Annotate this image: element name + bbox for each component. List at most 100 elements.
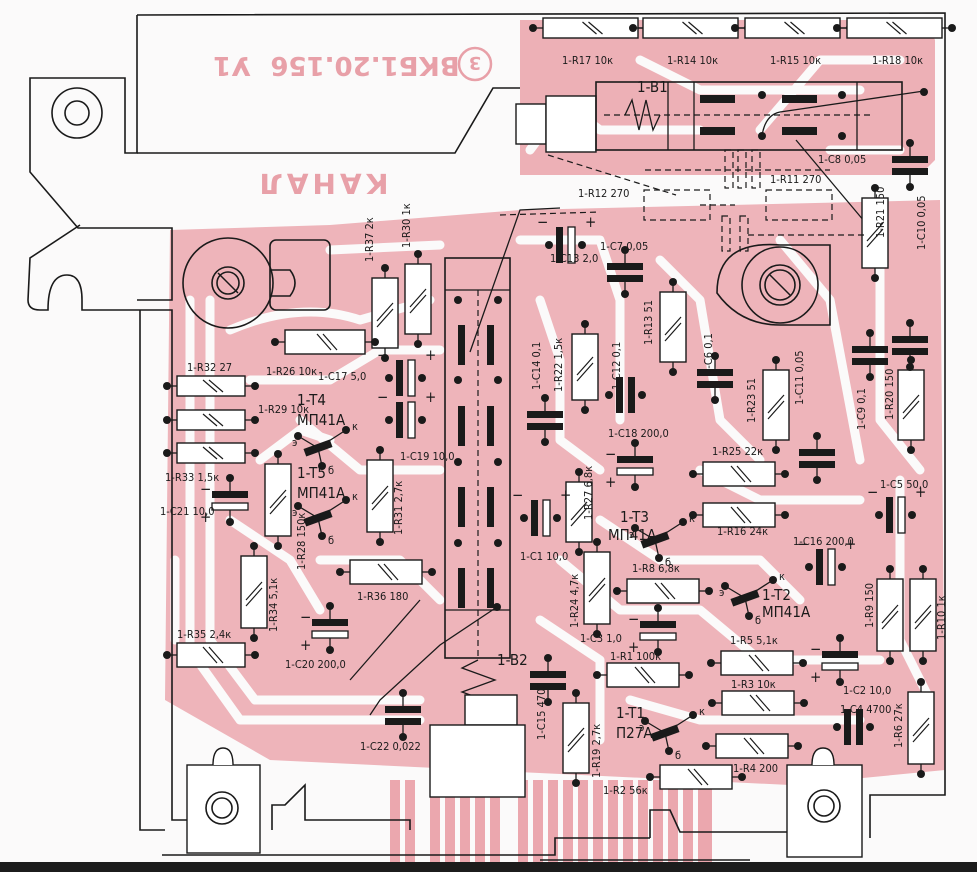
capacitor-1-c2: +− bbox=[810, 634, 859, 686]
label-1-r8: 1-R8 6,8к bbox=[632, 562, 680, 575]
label-1-c1: 1-C1 10,0 bbox=[520, 550, 568, 563]
pin-base-label: б bbox=[328, 464, 334, 477]
label-1-c17: 1-C17 5,0 bbox=[318, 370, 366, 383]
resistor-1-r29 bbox=[163, 409, 259, 431]
polarity-minus-mark: − bbox=[810, 640, 821, 658]
label-1-r19: 1-R19 2,7к bbox=[590, 724, 603, 778]
polarity-plus-mark: + bbox=[628, 638, 639, 656]
label-1-r30: 1-R30 1к bbox=[400, 203, 413, 248]
capacitor-1-c5: +− bbox=[867, 483, 926, 534]
label-1-t3: 1-T3 bbox=[620, 508, 649, 526]
label-1-c7: 1-C7 0,05 bbox=[600, 240, 648, 253]
label-1-r10: 1-R10 1к bbox=[935, 595, 948, 640]
resistor-1-r23 bbox=[762, 356, 790, 454]
pin-emitter-label: э bbox=[292, 436, 297, 449]
trimmer-left bbox=[182, 237, 331, 329]
label-1-t2-type: МП41А bbox=[762, 603, 811, 621]
pin-emitter-label: э bbox=[719, 586, 724, 599]
capacitor-1-c3: +− bbox=[628, 604, 677, 656]
mounting-ear-top-left bbox=[51, 87, 103, 139]
resistor-1-r10 bbox=[909, 565, 937, 665]
resistor-1-r33 bbox=[163, 442, 259, 464]
transistor-1-t3: эбк bbox=[629, 512, 695, 569]
part-number: ВКБ1.20.156 bbox=[270, 50, 459, 80]
polarity-plus-mark: + bbox=[585, 213, 596, 231]
polarity-minus-mark: − bbox=[512, 486, 523, 504]
label-1-c14: 1-C14 0,1 bbox=[530, 342, 543, 390]
circle-mark-text: 3 bbox=[469, 52, 482, 73]
polarity-minus-mark: − bbox=[300, 608, 311, 626]
label-1-r12: 1-R12 270 bbox=[578, 187, 629, 200]
label-1-c15: 1-C15 4700 bbox=[535, 682, 548, 740]
pin-emitter-label: э bbox=[629, 528, 634, 541]
label-1-r35: 1-R35 2,4к bbox=[177, 628, 231, 641]
pin-collector-label: к bbox=[779, 570, 785, 583]
resistor-1-r28 bbox=[264, 450, 292, 550]
label-1-c13: 1-C13 2,0 bbox=[550, 252, 598, 265]
label-1-c16: 1-C16 200,0 bbox=[793, 535, 854, 548]
resistor-1-r27 bbox=[565, 468, 593, 556]
scan-edge-bar bbox=[0, 862, 977, 872]
label-1-c19: 1-C19 10,0 bbox=[400, 450, 455, 463]
resistor-1-r22 bbox=[571, 320, 599, 414]
revision-circle-mark bbox=[457, 46, 493, 82]
label-1-c10: 1-C10 0,05 bbox=[915, 195, 928, 250]
label-1-r27: 1-R27 6,8к bbox=[582, 466, 595, 520]
label-1-r21: 1-R21 150 bbox=[874, 187, 887, 238]
label-1-c22: 1-C22 0,022 bbox=[360, 740, 421, 753]
label-1-t1-type: П27А bbox=[616, 724, 653, 742]
label-1-r5: 1-R5 5,1к bbox=[730, 634, 778, 647]
label-1-t4: 1-T4 bbox=[297, 391, 326, 409]
label-1-r2: 1-R2 56к bbox=[603, 784, 648, 797]
label-1-r3: 1-R3 10к bbox=[731, 678, 776, 691]
label-1-B1: 1-B1 bbox=[637, 78, 668, 96]
label-1-c11: 1-C11 0,05 bbox=[793, 350, 806, 405]
resistor-1-r3 bbox=[708, 690, 808, 716]
capacitor-1-c9 bbox=[852, 329, 888, 381]
label-1-r33: 1-R33 1,5к bbox=[165, 471, 219, 484]
capacitor-1-c15 bbox=[530, 654, 566, 706]
polarity-plus-mark: + bbox=[845, 535, 856, 553]
polarity-minus-mark: − bbox=[537, 213, 548, 231]
capacitor-1-c14 bbox=[527, 394, 563, 446]
label-1-r24: 1-R24 4,7к bbox=[568, 574, 581, 628]
resistor-1-r37 bbox=[371, 264, 399, 362]
resistor-1-r16 bbox=[689, 502, 789, 528]
label-1-r37: 1-R37 2к bbox=[363, 217, 376, 262]
label-1-c2: 1-C2 10,0 bbox=[843, 684, 891, 697]
resistor-1-r2 bbox=[646, 764, 746, 790]
label-1-r23: 1-R23 51 bbox=[745, 378, 758, 423]
polarity-minus-mark: − bbox=[797, 535, 808, 553]
transistor-1-t5: эбк bbox=[292, 490, 358, 547]
polarity-plus-mark: + bbox=[300, 636, 311, 654]
label-1-r31: 1-R31 2,7к bbox=[392, 481, 405, 535]
label-1-c21: 1-C21 10,0 bbox=[160, 505, 215, 518]
polarity-minus-mark: − bbox=[377, 346, 388, 364]
capacitor-1-c12 bbox=[605, 377, 646, 413]
resistor-1-r8 bbox=[613, 578, 713, 604]
label-1-c18: 1-C18 200,0 bbox=[608, 427, 669, 440]
label-1-r25: 1-R25 22к bbox=[712, 445, 763, 458]
capacitor-layer: +−+−+−+−+−+−+−+−+−+−+− bbox=[200, 139, 928, 745]
label-1-r32: 1-R32 27 bbox=[187, 361, 232, 374]
pin-collector-label: к bbox=[352, 490, 358, 503]
capacitor-1-c11 bbox=[799, 432, 835, 484]
capacitor-1-c18: +− bbox=[605, 439, 654, 491]
polarity-plus-mark: + bbox=[425, 346, 436, 364]
label-1-r15: 1-R15 10к bbox=[770, 54, 821, 67]
label-1-r26: 1-R26 10к bbox=[266, 365, 317, 378]
label-1-r34: 1-R34 5,1к bbox=[267, 578, 280, 632]
label-1-c9: 1-C9 0,1 bbox=[855, 388, 868, 430]
switch-b2 bbox=[349, 207, 561, 798]
label-1-r14: 1-R14 10к bbox=[667, 54, 718, 67]
resistor-1-r26 bbox=[271, 329, 379, 355]
label-1-r6: 1-R6 27к bbox=[892, 703, 905, 748]
label-1-r36: 1-R36 180 bbox=[357, 590, 408, 603]
resistor-1-r15 bbox=[731, 17, 854, 39]
capacitor-1-c13: +− bbox=[537, 213, 596, 264]
capacitor-1-c19: +− bbox=[377, 388, 436, 439]
pin-base-label: б bbox=[755, 614, 761, 627]
transistor-1-t1: эбк bbox=[639, 705, 705, 762]
label-1-r17: 1-R17 10к bbox=[562, 54, 613, 67]
